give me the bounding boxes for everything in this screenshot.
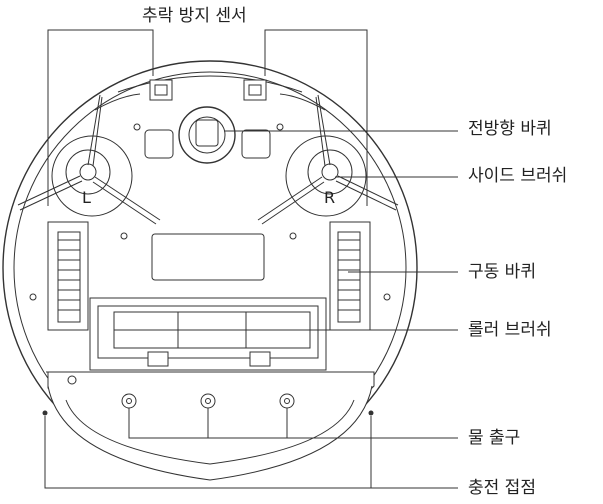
caster-wheel-label: 전방향 바퀴 [468, 119, 552, 139]
charging-contact-left [42, 410, 48, 416]
water-outlet-leader [128, 408, 458, 439]
cliff-sensor-label: 추락 방지 센서 [142, 6, 247, 26]
drive-wheel-left [47, 221, 89, 331]
caster-wheel [144, 106, 271, 164]
side-brush-left [17, 94, 161, 225]
cliff-sensor-leader [47, 29, 368, 206]
drive-wheel-right [329, 221, 371, 331]
side-brush-label: 사이드 브러쉬 [468, 166, 568, 186]
leader-lines [44, 29, 458, 489]
drive-wheel-label: 구동 바퀴 [468, 262, 536, 282]
cliff-sensor-right [243, 79, 267, 101]
front-rim [94, 75, 326, 111]
side-mark-left: L [82, 188, 91, 207]
side-brush-right [257, 94, 399, 225]
roller-brush-label: 롤러 브러쉬 [468, 320, 552, 340]
cliff-sensor-left [149, 79, 173, 101]
charging-contact-label: 충전 접점 [468, 478, 536, 498]
charging-contact-leader [44, 416, 458, 489]
charging-contact-right [368, 410, 374, 416]
water-outlet-label: 물 출구 [468, 428, 521, 448]
mop-plate [46, 371, 375, 481]
screws [29, 123, 391, 301]
center-plate [151, 233, 265, 281]
side-mark-right: R [324, 188, 336, 207]
roller-brush [89, 297, 327, 371]
